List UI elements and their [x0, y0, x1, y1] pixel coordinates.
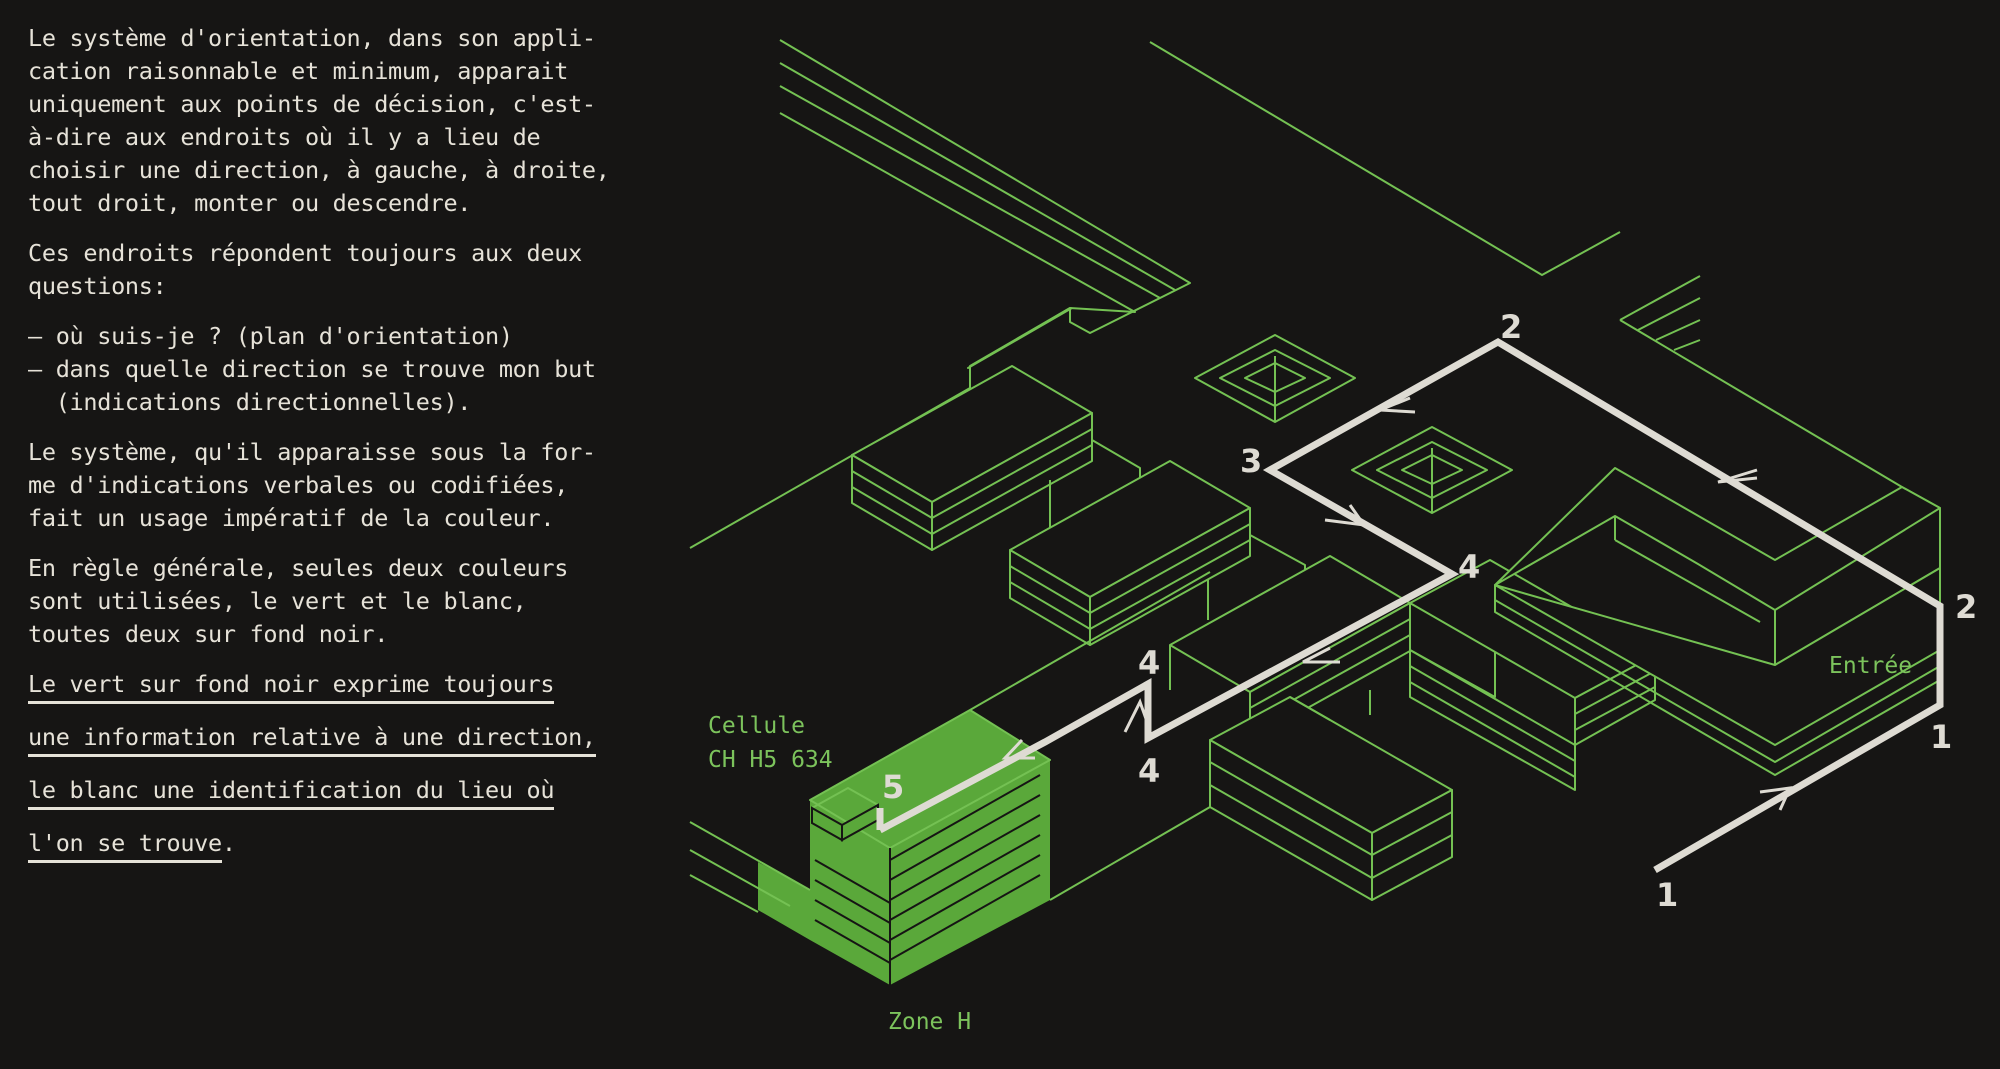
waypoint-4-lower: 4 [1138, 752, 1160, 790]
light-well-1 [1194, 334, 1356, 423]
paragraph-2: Ces endroits répondent toujours aux deux… [28, 239, 582, 300]
underlined-line-4: l'on se trouve [28, 829, 222, 863]
final-period: . [221, 829, 236, 857]
question-list: – où suis-je ? (plan d'orientation) – da… [28, 320, 688, 419]
route-path [876, 337, 1944, 874]
building-block-d [1409, 559, 1656, 791]
light-well-2 [1351, 426, 1513, 514]
waypoint-1-entrance: 1 [1930, 718, 1952, 756]
corridor-band-top-left [689, 39, 1191, 549]
underlined-statement: Le vert sur fond noir exprime toujours u… [28, 668, 688, 880]
question-item-1: – où suis-je ? (plan d'orientation) [28, 322, 513, 350]
underlined-line-2: une information relative à une direction… [28, 723, 596, 757]
building-block-a [851, 365, 1141, 551]
building-block-f [1494, 467, 1941, 776]
label-cell-code: CH H5 634 [708, 747, 833, 773]
paragraph-3: Le système, qu'il apparaisse sous la for… [28, 438, 596, 532]
waypoint-1-start: 1 [1656, 876, 1678, 914]
boundary-line-top [1149, 41, 1621, 276]
cell-block-highlighted [758, 709, 1051, 985]
explanation-text: Le système d'orientation, dans son appli… [28, 22, 688, 880]
label-entrance: Entrée [1829, 653, 1912, 679]
stair-stub-right [1619, 275, 1941, 666]
paragraph-1: Le système d'orientation, dans son appli… [28, 24, 610, 217]
building-block-b [1009, 460, 1306, 646]
question-item-2: – dans quelle direction se trouve mon bu… [28, 355, 596, 383]
waypoint-4-upper: 4 [1138, 644, 1160, 682]
waypoint-5: 5 [882, 768, 904, 806]
waypoint-2-top: 2 [1500, 308, 1522, 346]
label-cellule: Cellule [708, 713, 805, 739]
underlined-line-3: le blanc une identification du lieu où [28, 776, 555, 810]
underlined-line-1: Le vert sur fond noir exprime toujours [28, 670, 555, 704]
waypoint-4-right: 4 [1458, 548, 1480, 586]
waypoint-3: 3 [1240, 442, 1262, 480]
corridor-band-bottom-left [689, 571, 1211, 913]
building-block-e [1209, 696, 1453, 901]
waypoint-2-right: 2 [1955, 588, 1977, 626]
label-zone: Zone H [888, 1009, 971, 1035]
question-item-2-cont: (indications directionnelles). [28, 388, 472, 416]
paragraph-4: En règle générale, seules deux couleurs … [28, 554, 569, 648]
